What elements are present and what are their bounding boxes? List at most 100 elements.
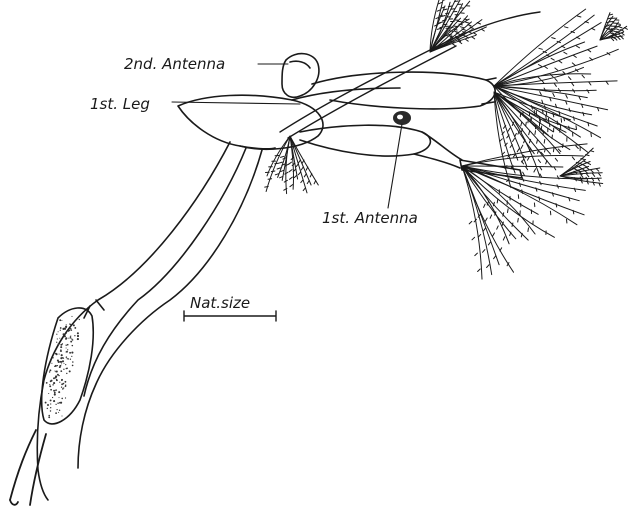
stipple-dot — [56, 379, 58, 381]
seta-barb — [512, 223, 513, 227]
seta-barb — [306, 167, 308, 170]
stipple-dot — [59, 397, 60, 398]
stipple-dot — [47, 404, 49, 406]
stipple-dot — [61, 387, 62, 388]
seta-barb — [460, 27, 464, 28]
seta-barb — [478, 269, 481, 272]
seta-barb — [487, 265, 489, 268]
seta-barb — [559, 61, 562, 63]
stipple-dot — [66, 351, 68, 353]
seta-barb — [540, 174, 542, 177]
stipple-dot — [77, 335, 79, 337]
seta-barb — [587, 174, 589, 177]
seta — [494, 9, 586, 86]
stipple-dot — [50, 399, 52, 401]
stipple-dot — [54, 366, 55, 367]
seta-barb — [576, 146, 579, 149]
seta-barb — [526, 167, 528, 170]
seta-barb — [483, 228, 485, 231]
stipple-dot — [52, 384, 53, 385]
seta-barb — [289, 162, 292, 164]
seta-barb — [555, 158, 557, 161]
seta-barb — [618, 37, 621, 40]
stipple-dot — [62, 343, 63, 344]
seta-barb — [583, 161, 586, 162]
seta-barb — [596, 169, 599, 172]
seta-barb — [290, 185, 293, 187]
stipple-dot — [54, 370, 55, 371]
seta-barb — [528, 157, 530, 160]
stipple-dot — [63, 333, 65, 335]
stipple-dot — [59, 338, 60, 339]
seta-barb — [517, 149, 519, 152]
stipple-dot — [57, 365, 58, 366]
stipple-dot — [48, 416, 50, 418]
stipple-dot — [66, 327, 67, 328]
seta-barb — [540, 167, 542, 170]
stipple-dot — [47, 408, 48, 409]
seta-barb — [624, 28, 627, 30]
seta-barb — [298, 160, 300, 163]
seta-barb — [546, 160, 547, 163]
stipple-dot — [66, 356, 68, 358]
stipple-dot — [63, 358, 64, 359]
seta-barb — [473, 33, 476, 35]
stipple-dot — [72, 339, 73, 340]
seta-barb — [538, 160, 540, 163]
stippled-segment — [42, 308, 94, 424]
seta-barb — [437, 28, 441, 29]
stipple-dot — [67, 358, 69, 360]
stipple-dot — [69, 329, 71, 331]
seta-barb — [569, 77, 571, 80]
seta-barb — [583, 112, 584, 115]
seta-barb — [522, 178, 523, 181]
seta-barb — [497, 199, 498, 203]
seta-barb — [444, 9, 448, 10]
stipple-dot — [59, 319, 61, 321]
seta-barb — [598, 173, 600, 176]
stipple-dot — [65, 332, 67, 334]
forked-tail — [10, 430, 46, 505]
label-first-leg: 1st. Leg — [90, 95, 150, 113]
seta-barb — [614, 38, 617, 41]
stipple-dot — [59, 382, 60, 383]
stipple-dot — [69, 323, 70, 324]
stipple-dot — [48, 393, 49, 394]
stipple-dot — [58, 375, 59, 376]
stipple-dot — [50, 389, 52, 391]
stipple-dot — [49, 385, 51, 387]
seta-barb — [301, 167, 303, 170]
seta-barb — [592, 28, 595, 30]
seta-barb — [535, 131, 536, 135]
stipple-dot — [65, 364, 66, 365]
seta-barb — [613, 31, 616, 32]
seta-barb — [465, 39, 468, 41]
seta-barb — [277, 168, 280, 169]
seta-barb — [544, 140, 545, 144]
seta-barb — [587, 163, 590, 165]
seta-barb — [475, 253, 478, 256]
seta-barb — [557, 121, 558, 125]
stipple-dot — [53, 400, 55, 402]
seta-barb — [553, 93, 555, 96]
stipple-dot — [54, 394, 56, 396]
seta-barb — [566, 95, 568, 98]
seta-barb — [296, 164, 298, 167]
seta-barb — [585, 22, 588, 23]
stipple-dot — [55, 389, 57, 391]
seta-barb — [483, 250, 485, 253]
seta-barb — [298, 172, 300, 175]
stipple-dot — [71, 352, 73, 354]
seta-barb — [455, 31, 459, 32]
stipple-dot — [71, 356, 72, 357]
stipple-dot — [50, 360, 51, 361]
seta-barb — [493, 233, 495, 236]
rod-setae — [430, 0, 486, 52]
stipple-dot — [65, 344, 66, 345]
seta-barb — [458, 21, 462, 22]
stipple-dot — [63, 383, 65, 385]
seta-barb — [265, 187, 269, 188]
stipple-dot — [56, 334, 57, 335]
stipple-dot — [57, 402, 59, 404]
stipple-dot — [59, 410, 60, 411]
